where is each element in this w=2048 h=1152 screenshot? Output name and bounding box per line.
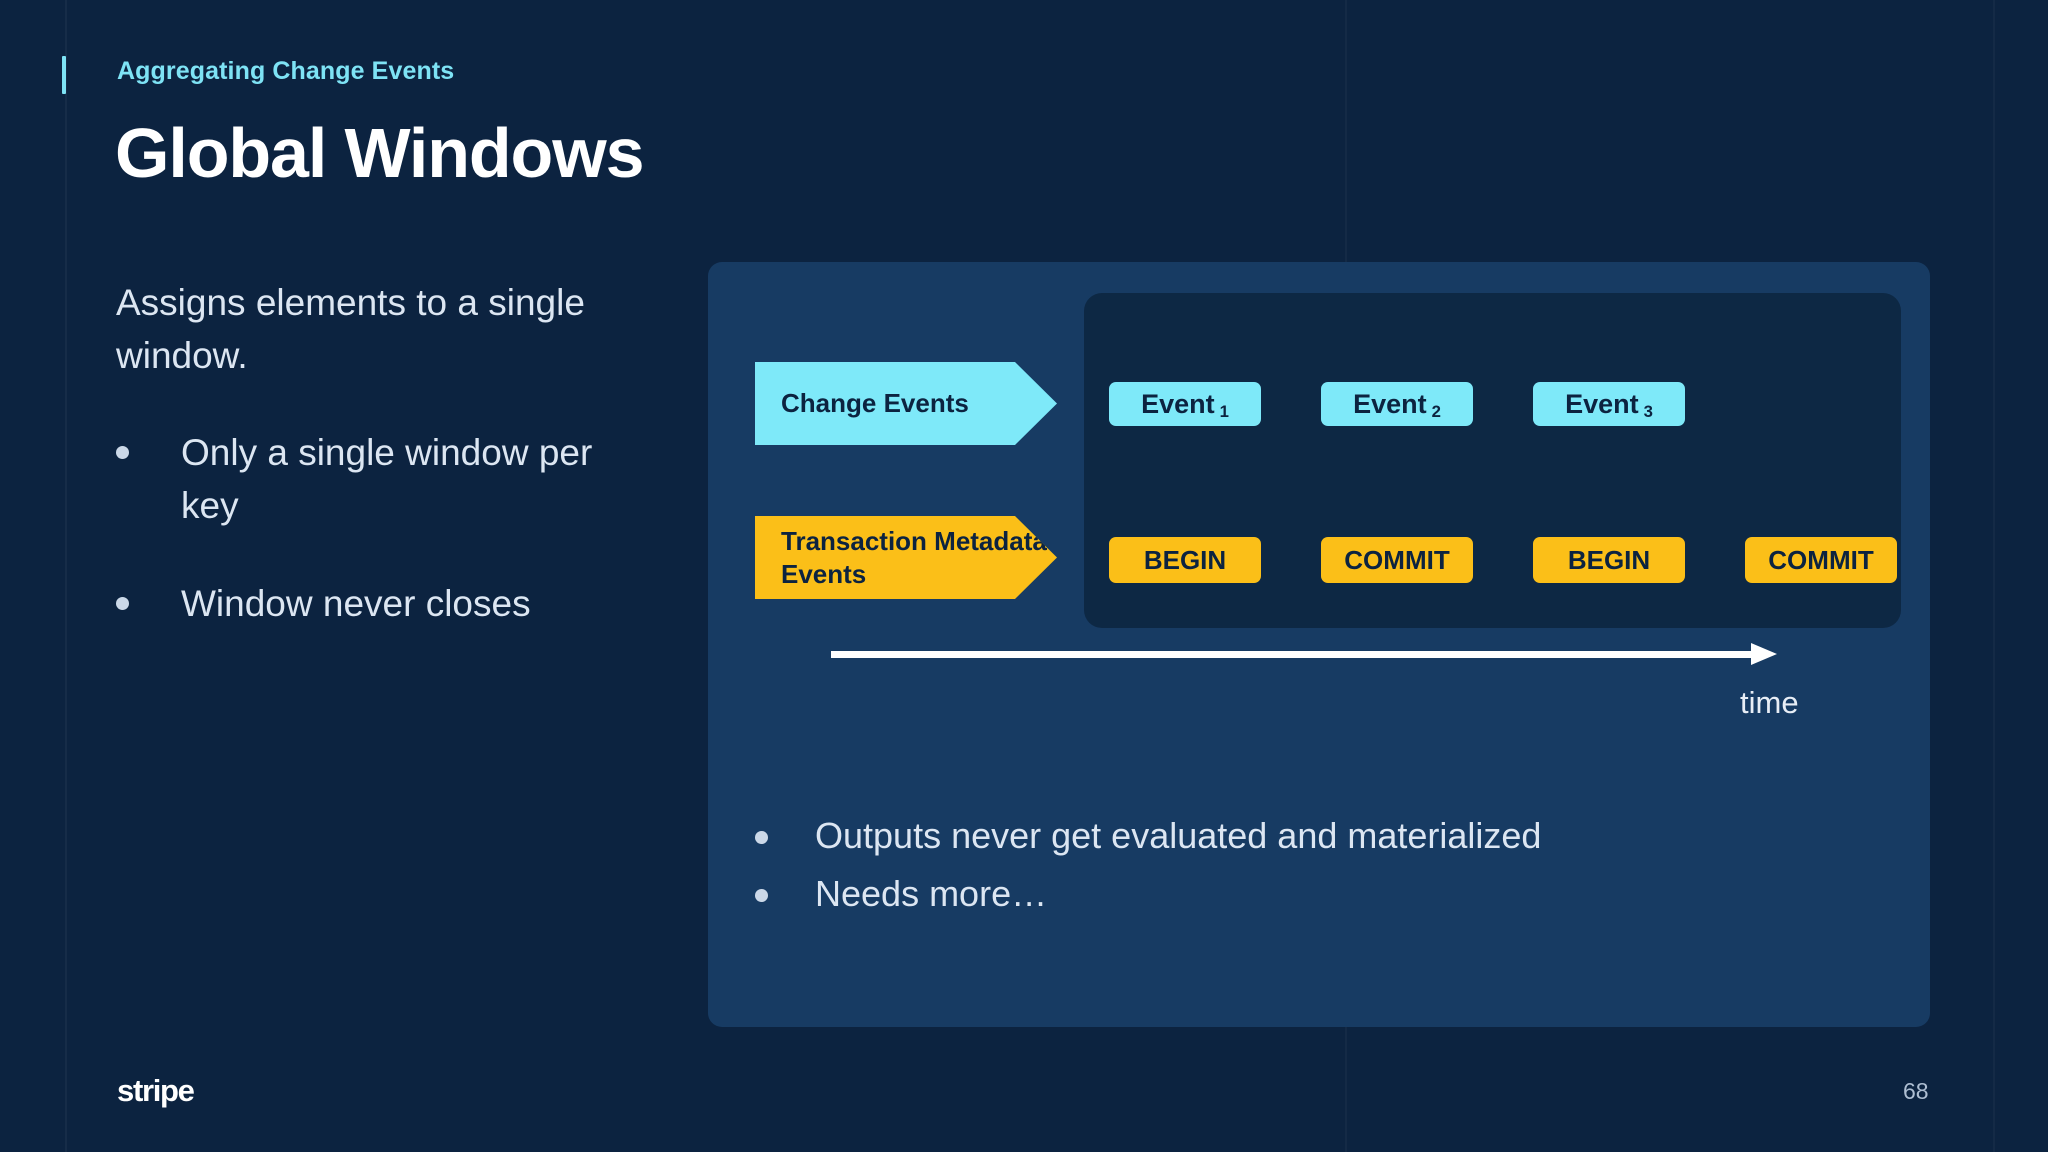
vertical-guide-line-right	[1993, 0, 1995, 1152]
transaction-event-chip: COMMIT	[1321, 537, 1473, 583]
page-title: Global Windows	[115, 114, 645, 192]
change-event-subscript: 3	[1643, 402, 1653, 421]
change-event-label: Event	[1565, 388, 1639, 419]
transaction-event-chip: BEGIN	[1109, 537, 1261, 583]
list-item: Needs more…	[755, 870, 1855, 918]
bullet-dot-icon	[116, 597, 129, 611]
list-item: Outputs never get evaluated and material…	[755, 812, 1855, 860]
vertical-guide-line-left	[65, 0, 67, 1152]
list-item-label: Only a single window per key	[181, 432, 593, 526]
list-item-label: Outputs never get evaluated and material…	[815, 815, 1542, 856]
page-number: 68	[1903, 1078, 1929, 1104]
bullet-dot-icon	[116, 446, 129, 459]
list-item-label: Window never closes	[181, 583, 531, 625]
change-event-subscript: 1	[1219, 402, 1229, 421]
list-item: Window never closes	[116, 578, 656, 631]
eyebrow-accent-bar	[62, 56, 66, 94]
bullet-dot-icon	[755, 831, 768, 844]
time-axis-arrow-icon	[831, 643, 1787, 665]
bullet-dot-icon	[755, 889, 768, 903]
time-axis-arrowhead	[1751, 643, 1777, 665]
eyebrow-text: Aggregating Change Events	[117, 57, 455, 85]
lead-paragraph: Assigns elements to a single window.	[116, 282, 585, 376]
change-event-label: Event	[1141, 388, 1215, 419]
time-axis-line	[831, 651, 1761, 658]
lane-label-text: Transaction Metadata Events	[781, 526, 1047, 589]
list-item: Only a single window per key	[116, 427, 656, 532]
transaction-event-chip: COMMIT	[1745, 537, 1897, 583]
stripe-logo: stripe	[117, 1073, 195, 1108]
change-event-label: Event	[1353, 388, 1427, 419]
change-event-subscript: 2	[1431, 402, 1441, 421]
time-axis-label: time	[1740, 685, 1799, 720]
transaction-event-chip: BEGIN	[1533, 537, 1685, 583]
diagram-bullet-list: Outputs never get evaluated and material…	[755, 812, 1855, 928]
lane-label-transaction-metadata-events: Transaction Metadata Events	[755, 516, 1057, 599]
lane-label-change-events: Change Events	[755, 362, 1057, 445]
left-bullet-list: Only a single window per key Window neve…	[116, 427, 656, 677]
lane-label-text: Change Events	[781, 388, 969, 418]
list-item-label: Needs more…	[815, 873, 1048, 915]
